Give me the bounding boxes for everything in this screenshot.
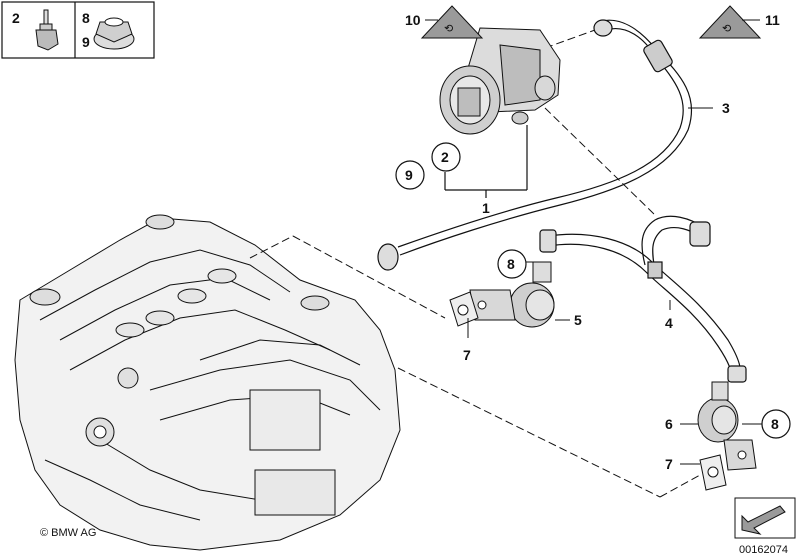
svg-text:⟲: ⟲ (444, 23, 453, 35)
group-bracket-1 (444, 125, 528, 198)
valve-6 (697, 381, 757, 471)
callout-4: 4 (665, 315, 673, 331)
legend-label-9: 9 (82, 34, 90, 50)
engine-block (14, 214, 401, 551)
callout-6: 6 (665, 416, 673, 432)
callout-1: 1 (482, 200, 490, 216)
reference-lines (249, 29, 701, 498)
callout-7-lower: 7 (665, 456, 673, 472)
legend-label-2: 2 (12, 10, 20, 26)
legend-box: 2 8 9 (1, 1, 155, 59)
arrow-icon (734, 497, 796, 539)
copyright-text: © BMW AG (40, 527, 96, 539)
callout-circle-8-lower (761, 409, 791, 439)
diagram-code: 00162074 (739, 544, 788, 556)
air-pump (439, 27, 561, 135)
hose-3 (377, 19, 693, 271)
legend-label-8: 8 (82, 10, 90, 26)
warning-triangle-icon: ⟲ (698, 5, 762, 39)
callout-7-upper: 7 (463, 347, 471, 363)
callout-10: 10 (405, 12, 421, 28)
warning-triangle-icon: ⟲ (420, 5, 484, 39)
callout-11: 11 (765, 12, 780, 28)
gasket-7-lower (699, 454, 727, 491)
callout-8-upper: 8 (507, 256, 515, 272)
gasket-7-upper (449, 291, 479, 327)
callout-5: 5 (574, 312, 582, 328)
callout-3: 3 (722, 100, 730, 116)
hose-4 (539, 215, 747, 383)
screw-part (35, 9, 59, 51)
callout-circle-9 (395, 160, 425, 190)
valve-5 (469, 261, 555, 328)
nut-part (93, 17, 135, 50)
callout-circle-2 (431, 142, 461, 172)
callout-2: 2 (441, 149, 449, 165)
callout-9: 9 (405, 167, 413, 183)
callout-8-lower: 8 (771, 416, 779, 432)
callout-circle-8-upper (497, 249, 527, 279)
svg-text:⟲: ⟲ (722, 23, 731, 35)
